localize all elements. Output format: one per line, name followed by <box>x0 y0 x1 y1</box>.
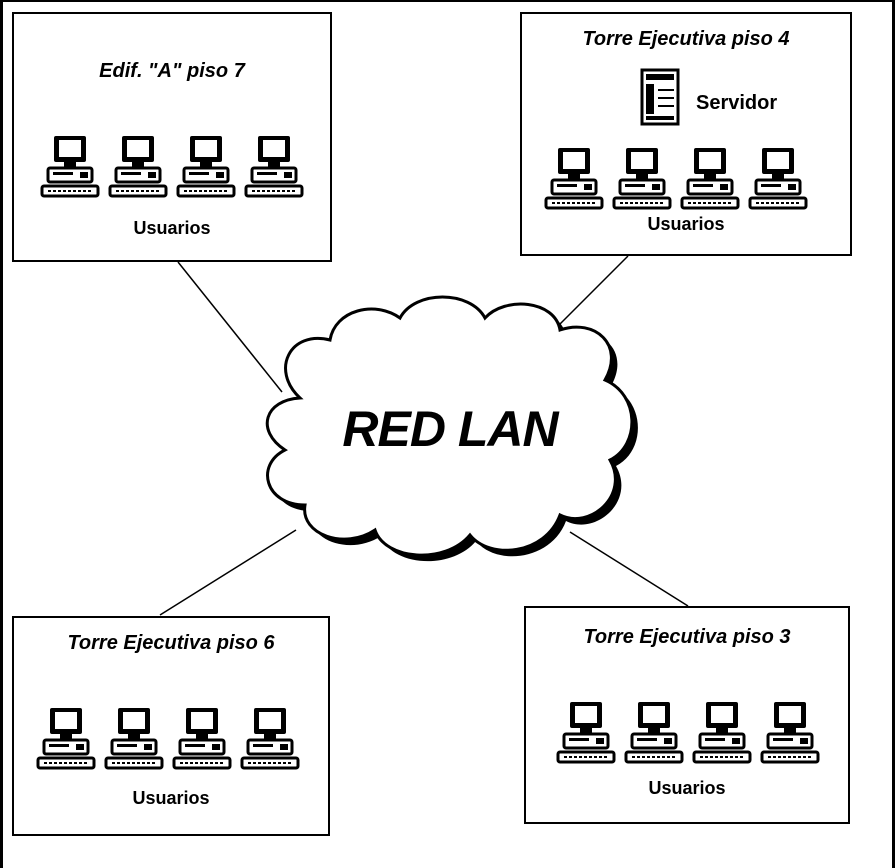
frame-border-top <box>0 0 895 2</box>
computer-icon <box>104 708 164 770</box>
computer-icon <box>612 148 672 210</box>
computer-icon <box>36 708 96 770</box>
user-computers <box>544 146 816 212</box>
computer-icon <box>240 708 300 770</box>
computer-icon <box>172 708 232 770</box>
frame-border-right <box>892 0 895 868</box>
link-line-box1 <box>177 261 283 393</box>
floor-box-torre-piso-3: Torre Ejecutiva piso 3 Usuarios <box>524 606 850 824</box>
user-computers <box>36 706 308 772</box>
user-computers <box>40 134 312 200</box>
cloud-body <box>265 295 634 557</box>
computer-icon <box>40 136 100 198</box>
users-label: Usuarios <box>132 788 210 808</box>
box-title: Torre Ejecutiva piso 6 <box>67 632 275 654</box>
network-label: RED LAN <box>342 401 558 457</box>
computer-icon <box>760 702 820 764</box>
computer-icon <box>624 702 684 764</box>
link-line-box3 <box>159 529 297 616</box>
box-title: Edif. "A" piso 7 <box>99 60 245 82</box>
box-title: Torre Ejecutiva piso 4 <box>582 28 790 50</box>
floor-box-torre-piso-6: Torre Ejecutiva piso 6 Usuarios <box>12 616 330 836</box>
computer-icon <box>108 136 168 198</box>
box-title: Torre Ejecutiva piso 3 <box>583 626 791 648</box>
computer-icon <box>176 136 236 198</box>
users-label: Usuarios <box>647 214 725 234</box>
user-computers <box>556 700 828 766</box>
floor-box-torre-piso-4: Torre Ejecutiva piso 4 Servidor Usuarios <box>520 12 852 256</box>
computer-icon <box>544 148 604 210</box>
frame-border-left <box>0 0 3 868</box>
computer-icon <box>692 702 752 764</box>
server-icon <box>640 68 680 126</box>
server-label: Servidor <box>696 92 778 114</box>
users-label: Usuarios <box>133 218 211 238</box>
link-line-box4 <box>569 531 689 607</box>
computer-icon <box>556 702 616 764</box>
floor-box-edif-a-piso-7: Edif. "A" piso 7 Usuarios <box>12 12 332 262</box>
users-label: Usuarios <box>648 778 726 798</box>
computer-icon <box>244 136 304 198</box>
computer-icon <box>748 148 808 210</box>
computer-icon <box>680 148 740 210</box>
